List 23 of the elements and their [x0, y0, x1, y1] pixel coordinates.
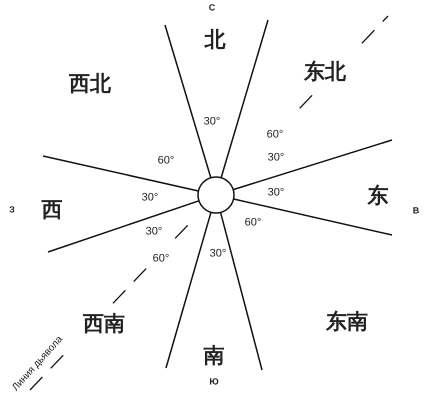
compass-direction: В	[412, 206, 420, 216]
angle-label: 60°	[266, 130, 284, 140]
compass-direction: З	[9, 206, 15, 214]
angle-label: 60°	[158, 156, 174, 166]
compass-direction: С	[208, 4, 216, 12]
direction-name: 西北	[69, 74, 111, 94]
angle-label: 60°	[244, 218, 262, 228]
direction-name: 南	[204, 346, 224, 366]
direction-name: 北	[204, 30, 226, 50]
direction-name: 西南	[83, 314, 125, 334]
angle-label: 30°	[142, 192, 158, 204]
angle-label: 30°	[268, 188, 284, 198]
direction-name: 东	[368, 186, 388, 206]
compass-direction: Ю	[209, 378, 219, 386]
direction-name: 东北	[304, 62, 346, 82]
angle-label: 60°	[152, 254, 170, 264]
center-circle	[196, 175, 236, 215]
angle-label: 30°	[268, 152, 284, 164]
angle-label: 30°	[210, 248, 226, 260]
angle-label: 30°	[204, 116, 220, 128]
direction-name: 东南	[326, 312, 368, 332]
angle-label: 30°	[146, 226, 162, 238]
direction-name: 西	[42, 200, 62, 220]
